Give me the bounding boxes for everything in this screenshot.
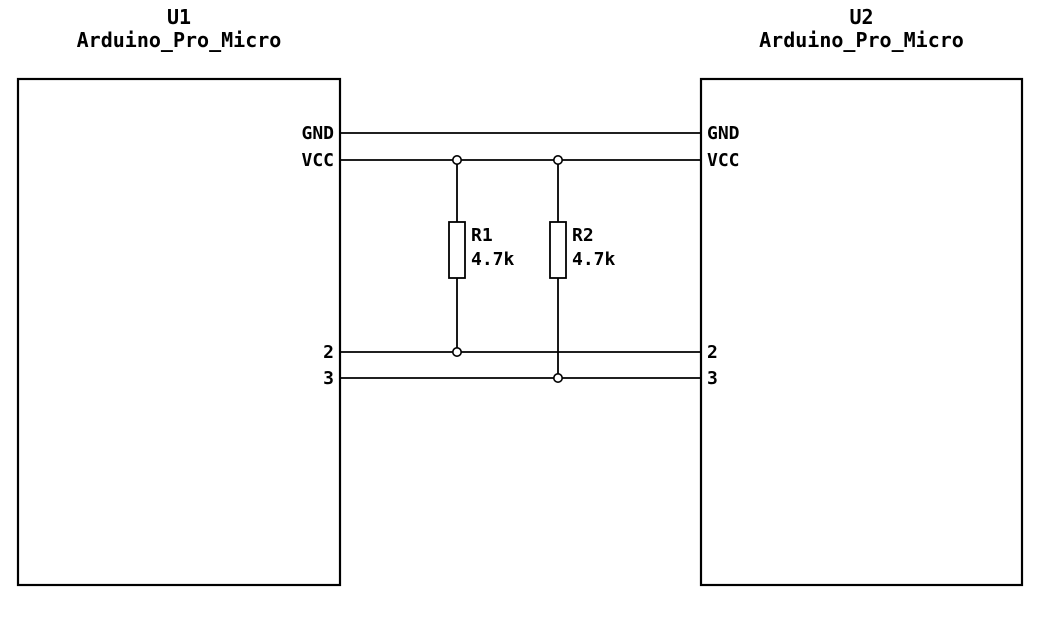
resistor-value: 4.7k bbox=[471, 249, 515, 270]
pin-label-u2-vcc: VCC bbox=[707, 150, 740, 171]
pin-label-u1-2: 2 bbox=[323, 342, 334, 363]
component-body bbox=[16, 77, 342, 587]
pin-label-u2-3: 3 bbox=[707, 368, 718, 389]
junction-dot bbox=[552, 155, 563, 166]
pin-label-u2-gnd: GND bbox=[707, 123, 740, 144]
junction-dot bbox=[451, 155, 462, 166]
resistor-ref: R1 bbox=[471, 225, 493, 246]
component-value: Arduino_Pro_Micro bbox=[759, 28, 964, 52]
pin-label-u1-gnd: GND bbox=[301, 123, 334, 144]
resistor-body bbox=[448, 221, 466, 279]
resistor-r2: R2 4.7k bbox=[549, 160, 616, 378]
pin-label-u2-2: 2 bbox=[707, 342, 718, 363]
component-value: Arduino_Pro_Micro bbox=[77, 28, 282, 52]
junction-dot bbox=[552, 372, 563, 383]
resistor-value: 4.7k bbox=[572, 249, 616, 270]
component-ref: U1 bbox=[167, 5, 191, 29]
component-body bbox=[699, 77, 1024, 587]
resistor-body bbox=[549, 221, 567, 279]
junction-dot bbox=[451, 346, 462, 357]
pin-label-u1-3: 3 bbox=[323, 368, 334, 389]
resistor-ref: R2 bbox=[572, 225, 594, 246]
component-ref: U2 bbox=[849, 5, 873, 29]
pin-label-u1-vcc: VCC bbox=[301, 150, 334, 171]
resistor-r1: R1 4.7k bbox=[448, 160, 515, 352]
